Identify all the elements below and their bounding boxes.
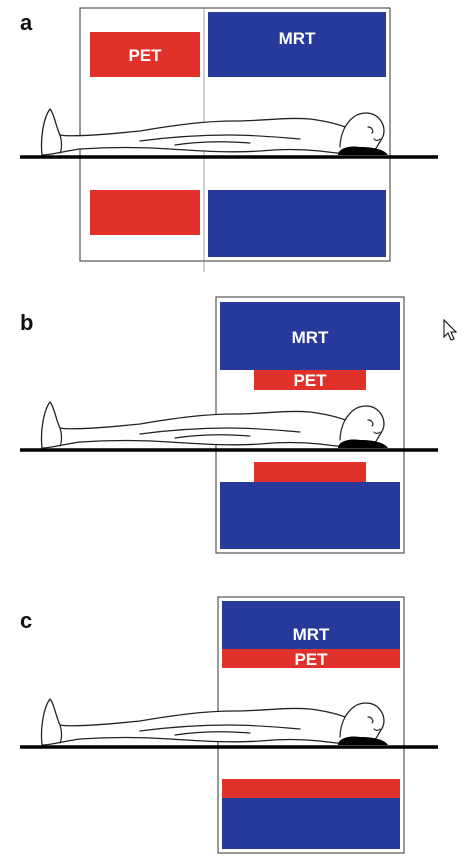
mrt-label-b: MRT (292, 328, 329, 347)
pet-block-bottom-a (90, 190, 200, 235)
mrt-block-top-a (208, 12, 386, 77)
pet-label-a: PET (128, 46, 162, 65)
mrt-block-top-b (220, 302, 400, 370)
pet-ring-top-b (254, 370, 366, 390)
arrow-cursor-icon (443, 318, 458, 341)
patient-a (40, 108, 389, 156)
panel-a: a PET MRT (20, 7, 438, 272)
mrt-block-bottom-b (220, 482, 400, 549)
panel-letter-c: c (20, 608, 32, 633)
pet-label-b: PET (293, 371, 327, 390)
mrt-label-c: MRT (293, 625, 330, 644)
mrt-block-bottom-a (208, 190, 386, 257)
panel-c: c MRT PET (20, 596, 438, 854)
pet-ring-bottom-b (254, 462, 366, 482)
panel-b: b MRT PET (20, 296, 438, 554)
scanner-frame-a (79, 7, 391, 262)
mrt-label-a: MRT (279, 29, 316, 48)
mrt-block-top-c (222, 601, 400, 649)
mrt-block-bottom-c (222, 798, 400, 849)
panel-letter-b: b (20, 310, 33, 335)
pet-ring-bottom-c (222, 779, 400, 798)
patient-c (40, 698, 389, 746)
patient-b (40, 401, 389, 449)
panel-letter-a: a (20, 10, 33, 35)
pet-ring-top-c (222, 649, 400, 668)
pet-label-c: PET (294, 650, 328, 669)
pet-block-top-a (90, 32, 200, 77)
